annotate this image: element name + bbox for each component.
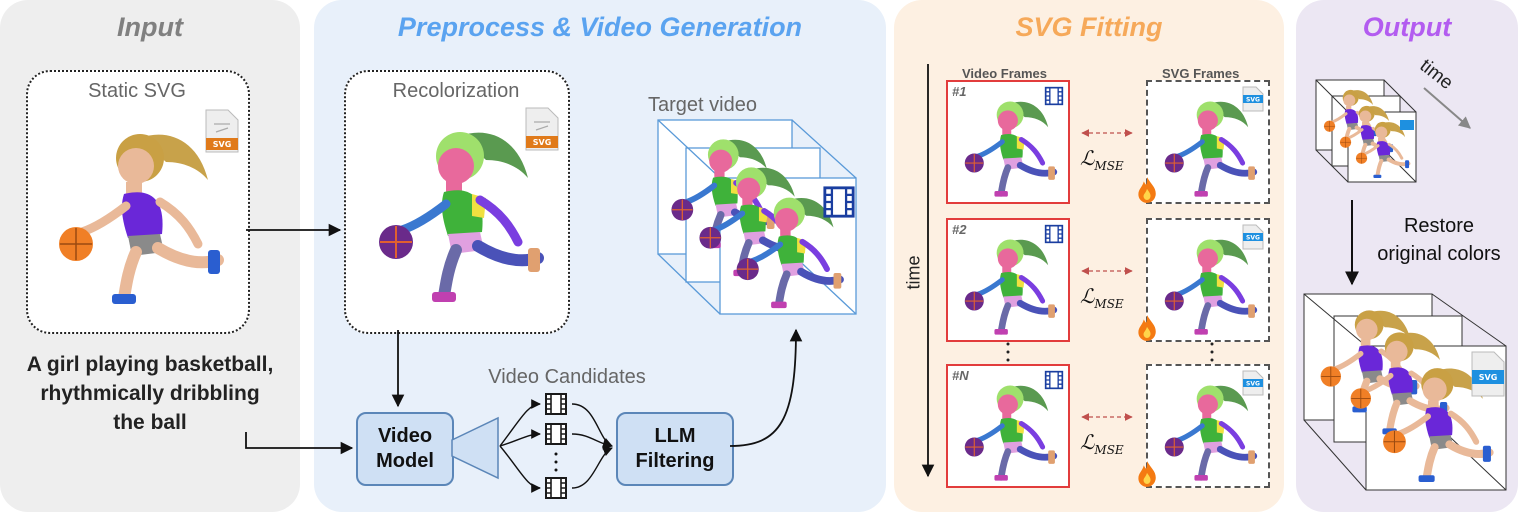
svg-badge-text: SVG: [213, 140, 232, 149]
output-time-arrow: [1423, 87, 1471, 129]
output-title: Output: [1362, 12, 1452, 42]
film-icon: [1044, 370, 1064, 390]
loss-symbol: ℒ: [1080, 430, 1095, 454]
output-svg-badge: SVG: [1479, 373, 1498, 382]
flame-icon: [1136, 314, 1158, 342]
target-video-stack: [657, 119, 857, 315]
fitting-title: SVG Fitting: [1015, 12, 1163, 42]
frame-ellipsis: [1006, 342, 1214, 362]
candidate-film-3: [544, 476, 568, 500]
target-video-label: Target video: [648, 94, 757, 116]
output-small-stack: [1315, 79, 1417, 183]
candidate-film-2: [544, 422, 568, 446]
frame-number: #N: [952, 368, 969, 383]
video-candidates-label: Video Candidates: [488, 366, 646, 388]
loss-subscript: MSE: [1094, 443, 1124, 457]
llm-line-1: LLM: [654, 425, 696, 447]
svg-file-icon: SVG: [205, 109, 239, 153]
text-prompt: A girl playing basketball, rhythmically …: [0, 350, 300, 437]
video-model-projector: [451, 416, 499, 480]
video-frame-1: #1: [946, 80, 1070, 204]
mse-loss-label: ℒMSE: [1080, 146, 1124, 173]
restore-arrow: [1345, 200, 1359, 286]
svg-file-icon: SVG: [1242, 370, 1264, 396]
svg-badge-text: SVG: [1246, 381, 1260, 388]
static-svg-label: Static SVG: [88, 80, 186, 102]
time-axis-label: time: [903, 255, 924, 290]
input-title: Input: [117, 12, 183, 42]
video-model-line-2: Model: [376, 450, 434, 472]
flame-icon: [1136, 460, 1158, 488]
loss-symbol: ℒ: [1080, 146, 1095, 170]
restore-label: Restore original colors: [1364, 212, 1514, 268]
restore-line-1: Restore: [1403, 215, 1475, 237]
svg-badge-text: SVG: [1246, 97, 1260, 104]
prompt-line-1: A girl playing basketball,: [26, 353, 274, 376]
video-frame-3: #N: [946, 364, 1070, 488]
loss-arrow: [1081, 413, 1133, 421]
frame-number: #1: [952, 84, 967, 99]
loss-arrow: [1081, 267, 1133, 275]
video-model-line-1: Video: [377, 425, 433, 447]
video-frames-label: Video Frames: [962, 66, 1048, 81]
time-axis: [921, 64, 935, 478]
svg-badge-text-2: SVG: [533, 138, 552, 147]
llm-line-2: Filtering: [635, 450, 715, 472]
restore-line-2: original colors: [1377, 243, 1501, 265]
loss-arrow: [1081, 129, 1133, 137]
svg-frames-label: SVG Frames: [1162, 66, 1240, 81]
video-frame-2: #2: [946, 218, 1070, 342]
svg-badge-text: SVG: [1246, 235, 1260, 242]
preprocess-title: Preprocess & Video Generation: [397, 12, 803, 42]
svg-file-icon: SVG: [1242, 86, 1264, 112]
loss-symbol: ℒ: [1080, 284, 1095, 308]
loss-subscript: MSE: [1094, 159, 1124, 173]
mse-loss-label: ℒMSE: [1080, 430, 1124, 457]
mse-loss-label: ℒMSE: [1080, 284, 1124, 311]
frame-number: #2: [952, 222, 967, 237]
llm-filtering-box: LLM Filtering: [616, 412, 734, 486]
flame-icon: [1136, 176, 1158, 204]
svg-file-icon-2: SVG: [525, 107, 559, 151]
recolor-label: Recolorization: [392, 80, 520, 102]
prompt-line-3: the ball: [113, 411, 187, 434]
prompt-line-2: rhythmically dribbling: [40, 382, 260, 405]
svg-file-icon: SVG: [1242, 224, 1264, 250]
candidate-film-1: [544, 392, 568, 416]
output-large-stack: SVG: [1303, 293, 1507, 491]
film-icon: [1044, 224, 1064, 244]
loss-subscript: MSE: [1094, 297, 1124, 311]
film-icon: [1044, 86, 1064, 106]
